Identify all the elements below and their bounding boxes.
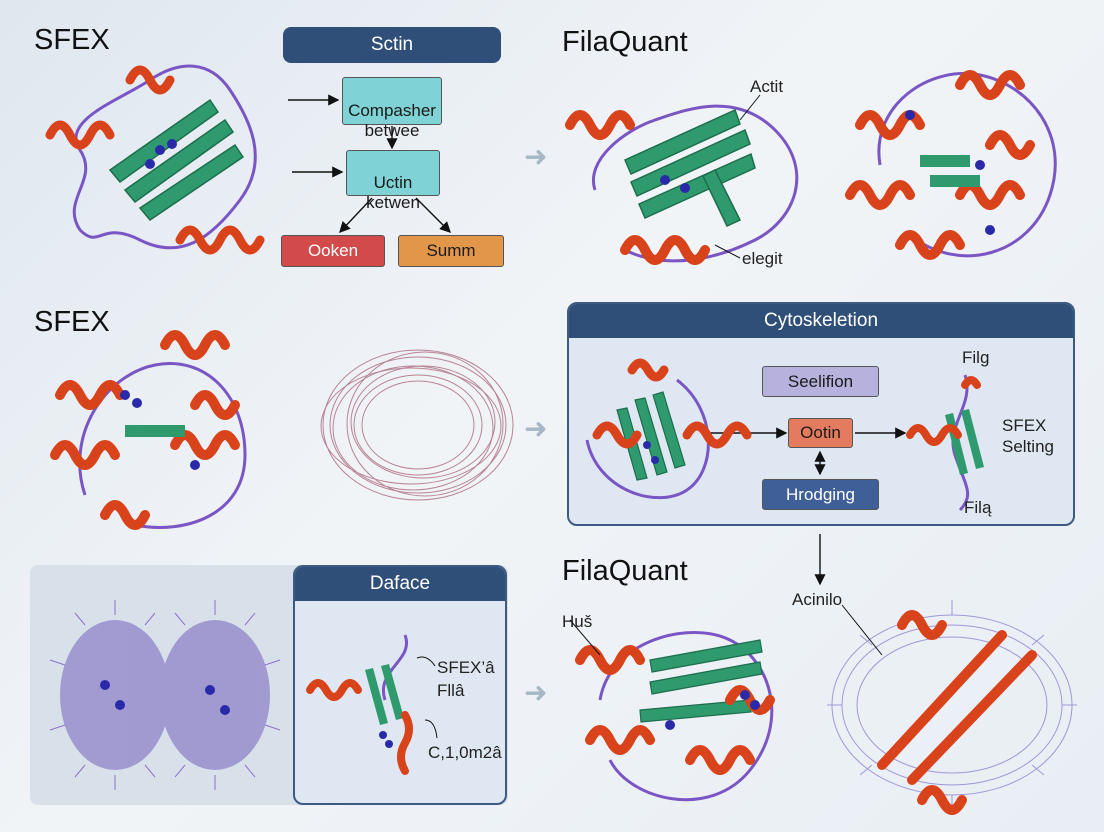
daface-panel-title: Daface (295, 567, 505, 601)
label-c10m2: C,1,0m2â (428, 743, 502, 762)
label-fll: Fllâ (437, 681, 465, 700)
flow-node-uctin-label: Uctin ketwen (366, 173, 420, 212)
cyto-node-ootin: Ootin (788, 418, 853, 448)
cyto-node-hrodging: Hrodging (762, 479, 879, 510)
flow-node-uctin: Uctin ketwen (346, 150, 440, 212)
filament-ring-illustration (320, 349, 514, 501)
heading-filaquant-bottom: FilaQuant (562, 555, 688, 587)
flow-arrow-top: ➜ (524, 141, 548, 172)
daface-label-leaders (416, 656, 438, 739)
label-acinilo: Acinilo (792, 590, 843, 609)
protein-illustration-top-right (845, 70, 1057, 260)
flow-arrow-middle: ➜ (524, 413, 548, 444)
label-elegit: elegit (742, 249, 783, 268)
cytoskeleton-panel-title: Cytoskeletion (569, 304, 1073, 338)
flow-node-ooken-label: Ooken (307, 241, 359, 260)
heading-filaquant-top: FilaQuant (562, 26, 688, 58)
protein-illustration-top-center-right (565, 94, 799, 265)
label-fila: Filą (964, 498, 992, 517)
protein-illustration-cyto-right (906, 374, 984, 512)
panel-down-connector (814, 534, 826, 586)
cyto-node-seelifion-label: Seelifion (787, 372, 854, 391)
label-actit: Actit (750, 77, 784, 96)
cytoskeleton-panel: Cytoskeletion (567, 302, 1075, 526)
flow-node-compasher: Compasher betwee (342, 77, 442, 140)
cyto-node-seelifion: Seelifion (762, 366, 879, 397)
flow-title-bar: Sctin (283, 27, 501, 63)
flow-node-summ-label: Summ (426, 241, 476, 260)
heading-sfex-top: SFEX (34, 24, 110, 56)
label-sfex-selting: SFEX Selting (1002, 416, 1054, 456)
membrane-complex-illustration (49, 600, 281, 790)
flow-connectors (288, 94, 451, 234)
label-hus: Huš (562, 612, 593, 631)
cyto-node-hrodging-label: Hrodging (786, 485, 855, 504)
cyto-node-ootin-label: Ootin (800, 423, 841, 442)
protein-illustration-cyto-left (585, 358, 752, 500)
heading-sfex-middle: SFEX (34, 306, 110, 338)
label-filg: Filg (962, 348, 990, 367)
flow-node-summ: Summ (398, 235, 504, 267)
flow-arrow-bottom: ➜ (524, 677, 548, 708)
flow-node-ooken: Ooken (281, 235, 385, 267)
protein-illustration-daface (306, 634, 413, 775)
protein-illustration-top-left (45, 64, 265, 255)
protein-illustration-bottom-center-right (569, 619, 775, 802)
protein-membrane-illustration-bottom-right (827, 600, 1077, 815)
protein-illustration-mid-left (50, 330, 247, 530)
label-sfex-daface: SFEX’â (437, 658, 495, 677)
